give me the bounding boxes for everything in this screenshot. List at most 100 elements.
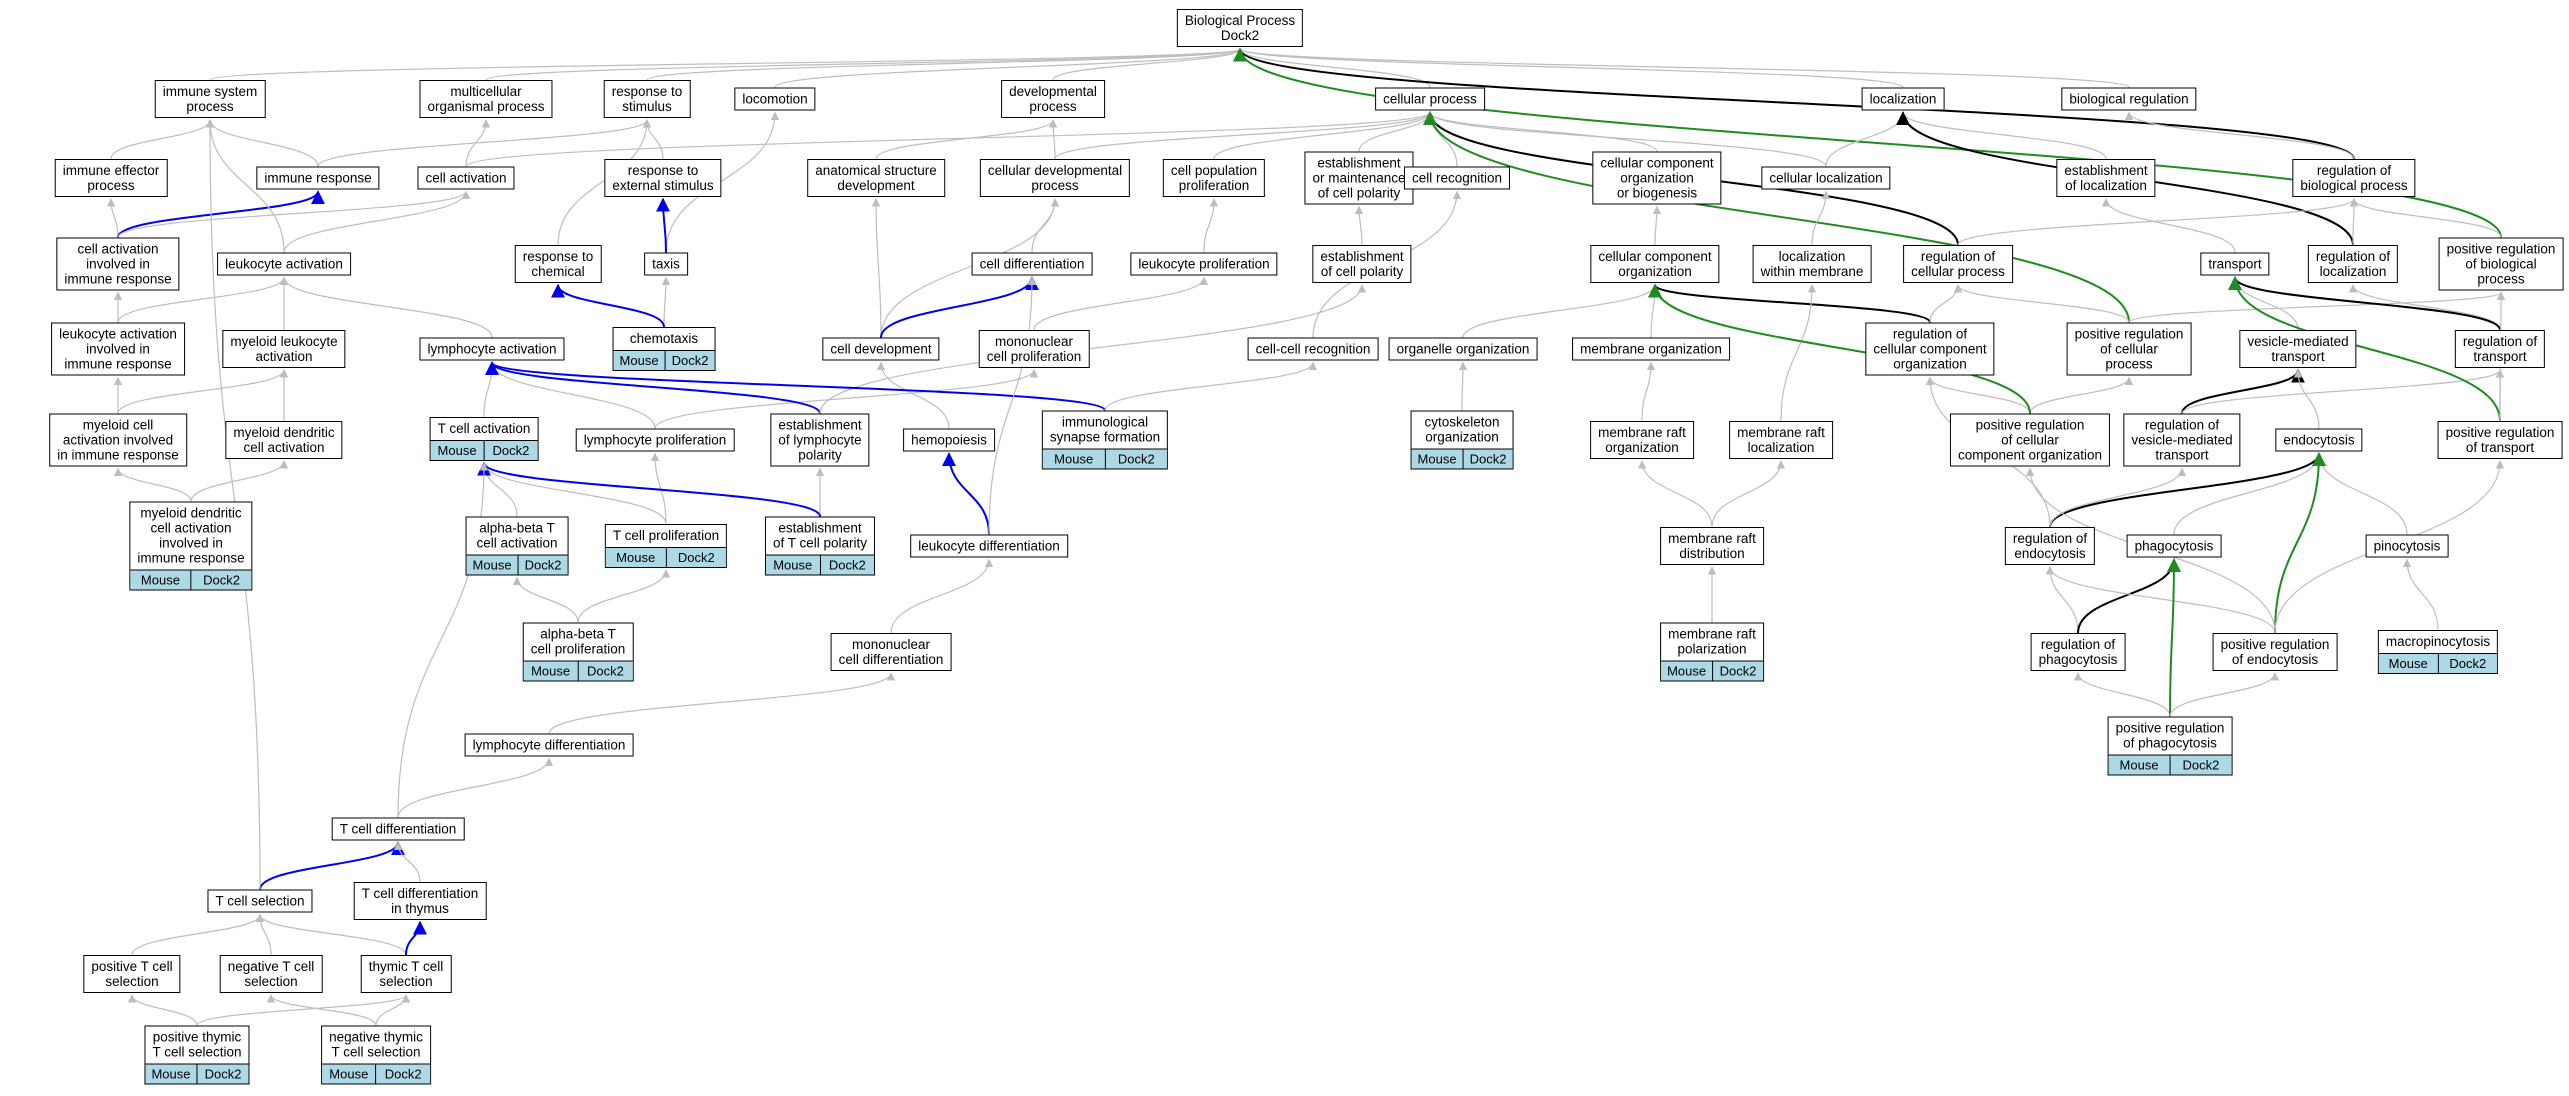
go-term-estab-localization[interactable]: establishment of localization — [2056, 159, 2156, 197]
go-term-cellular-localization[interactable]: cellular localization — [1761, 166, 1891, 190]
go-term-neg-t-selection[interactable]: negative T cell selection — [219, 955, 323, 993]
go-term-membrane-org[interactable]: membrane organization — [1572, 337, 1730, 361]
go-term-label: regulation of localization — [2315, 249, 2391, 279]
go-term-membrane-raft-loc[interactable]: membrane raft localization — [1729, 421, 1833, 459]
edge-pos-reg-cc-org-to-reg-cc-org — [1925, 376, 2031, 414]
edge-pos-thymic-selection-to-thymic-t-selection — [196, 994, 411, 1027]
go-term-label: negative T cell selection — [227, 959, 315, 989]
go-term-pos-t-selection[interactable]: positive T cell selection — [83, 955, 181, 993]
go-term-cell-act-immune[interactable]: cell activation involved in immune respo… — [56, 237, 180, 291]
go-term-myeloid-dendritic-act[interactable]: myeloid dendritic cell activation — [225, 421, 343, 459]
go-term-ccob[interactable]: cellular component organization or bioge… — [1592, 151, 1722, 205]
go-term-reg-cc-org[interactable]: regulation of cellular component organiz… — [1865, 322, 1995, 376]
go-term-label: positive regulation of endocytosis — [2220, 637, 2330, 667]
go-term-myeloid-cell-act[interactable]: myeloid cell activation involved in immu… — [49, 413, 187, 467]
go-term-vesicle-transport[interactable]: vesicle-mediated transport — [2239, 330, 2357, 368]
go-term-response-external[interactable]: response to external stimulus — [604, 159, 722, 197]
go-term-leukocyte-prolif[interactable]: leukocyte proliferation — [1130, 252, 1278, 276]
go-term-reg-localization[interactable]: regulation of localization — [2307, 245, 2399, 283]
gene-cell: Dock2 — [819, 555, 875, 575]
go-term-membrane-raft-dist[interactable]: membrane raft distribution — [1660, 527, 1764, 565]
go-term-cell-cell-recog[interactable]: cell-cell recognition — [1247, 337, 1379, 361]
go-term-locomotion[interactable]: locomotion — [734, 87, 816, 111]
edge-pos-thymic-selection-to-pos-t-selection — [127, 994, 198, 1026]
go-term-cell-recognition[interactable]: cell recognition — [1403, 166, 1511, 190]
edge-pos-reg-cellular-to-pos-reg-bio — [2128, 291, 2505, 324]
go-term-reg-vesicle-transport[interactable]: regulation of vesicle-mediated transport — [2123, 413, 2241, 467]
go-term-transport[interactable]: transport — [2200, 252, 2270, 276]
go-term-immune-system-process[interactable]: immune system process — [154, 80, 266, 118]
go-term-cell-activation[interactable]: cell activation — [417, 166, 515, 190]
go-term-reg-phagocytosis[interactable]: regulation of phagocytosis — [2030, 633, 2126, 671]
go-term-pos-reg-endocytosis[interactable]: positive regulation of endocytosis — [2212, 633, 2338, 671]
go-term-lymphocyte-prolif[interactable]: lymphocyte proliferation — [575, 428, 735, 452]
go-term-myeloid-leuk-act[interactable]: myeloid leukocyte activation — [222, 330, 346, 368]
go-term-reg-endocytosis[interactable]: regulation of endocytosis — [2004, 527, 2096, 565]
go-term-reg-cellular-process[interactable]: regulation of cellular process — [1903, 245, 2013, 283]
go-term-taxis[interactable]: taxis — [644, 252, 688, 276]
go-term-thymic-t-selection[interactable]: thymic T cell selection — [360, 955, 452, 993]
go-term-cell-differentiation[interactable]: cell differentiation — [971, 252, 1093, 276]
go-term-immune-response[interactable]: immune response — [256, 166, 380, 190]
go-term-reg-bio-process[interactable]: regulation of biological process — [2292, 159, 2416, 197]
go-term-estab-cell-polarity[interactable]: establishment of cell polarity — [1312, 245, 1412, 283]
go-term-response-chemical[interactable]: response to chemical — [514, 245, 602, 283]
go-term-cellular-process[interactable]: cellular process — [1375, 87, 1485, 111]
go-term-multicellular[interactable]: multicellular organismal process — [419, 80, 553, 118]
go-term-pos-reg-bio[interactable]: positive regulation of biological proces… — [2438, 237, 2564, 291]
go-term-estab-maint-polarity[interactable]: establishment or maintenance of cell pol… — [1304, 151, 1414, 205]
go-term-pos-reg-cellular[interactable]: positive regulation of cellular process — [2066, 322, 2192, 376]
go-term-hemopoiesis[interactable]: hemopoiesis — [903, 428, 995, 452]
go-term-pos-reg-cc-org[interactable]: positive regulation of cellular componen… — [1949, 413, 2111, 467]
go-term-t-cell-diff-thymus[interactable]: T cell differentiation in thymus — [353, 882, 487, 920]
go-term-pos-reg-transport[interactable]: positive regulation of transport — [2437, 421, 2563, 459]
go-term-leukocyte-activation[interactable]: leukocyte activation — [217, 252, 351, 276]
gene-cell: Dock2 — [375, 1064, 430, 1084]
go-term-t-cell-diff[interactable]: T cell differentiation — [331, 817, 465, 841]
go-term-leukocyte-diff[interactable]: leukocyte differentiation — [910, 534, 1068, 558]
go-term-localization[interactable]: localization — [1861, 87, 1945, 111]
go-term-immune-effector[interactable]: immune effector process — [54, 159, 168, 197]
go-term-cellular-dev[interactable]: cellular developmental process — [979, 159, 1131, 197]
go-term-leuk-act-immune[interactable]: leukocyte activation involved in immune … — [51, 322, 185, 376]
edge-reg-vesicle-transport-to-vesicle-transport — [2181, 368, 2305, 414]
go-term-myeloid-dendritic-immune[interactable]: myeloid dendritic cell activation involv… — [129, 501, 253, 591]
go-term-response-to-stimulus[interactable]: response to stimulus — [603, 80, 691, 118]
go-term-loc-within-membrane[interactable]: localization within membrane — [1752, 245, 1872, 283]
go-term-anatomical[interactable]: anatomical structure development — [807, 159, 945, 197]
go-term-mononuclear-prolif[interactable]: mononuclear cell proliferation — [978, 330, 1090, 368]
go-term-bp[interactable]: Biological Process Dock2 — [1176, 9, 1304, 47]
go-term-pinocytosis[interactable]: pinocytosis — [2365, 534, 2449, 558]
go-term-cell-pop-prolif[interactable]: cell population proliferation — [1162, 159, 1266, 197]
go-term-cell-development[interactable]: cell development — [822, 337, 940, 361]
go-term-label: lymphocyte differentiation — [472, 737, 626, 753]
go-term-lymphocyte-diff[interactable]: lymphocyte differentiation — [464, 733, 634, 757]
go-term-membrane-raft-org[interactable]: membrane raft organization — [1590, 421, 1694, 459]
go-term-biological-regulation[interactable]: biological regulation — [2061, 87, 2197, 111]
go-term-phagocytosis[interactable]: phagocytosis — [2126, 534, 2222, 558]
go-term-label: thymic T cell selection — [368, 959, 444, 989]
go-term-organelle-org[interactable]: organelle organization — [1388, 337, 1538, 361]
go-term-ccorg[interactable]: cellular component organization — [1590, 245, 1720, 283]
go-term-developmental-process[interactable]: developmental process — [1001, 80, 1105, 118]
go-term-reg-transport[interactable]: regulation of transport — [2454, 330, 2546, 368]
go-term-t-cell-selection[interactable]: T cell selection — [207, 889, 313, 913]
go-term-endocytosis[interactable]: endocytosis — [2275, 428, 2363, 452]
go-term-lymphocyte-activation[interactable]: lymphocyte activation — [419, 337, 565, 361]
go-term-mononuclear-diff[interactable]: mononuclear cell differentiation — [830, 633, 952, 671]
go-term-estab-lymph-polarity[interactable]: establishment of lymphocyte polarity — [770, 413, 870, 467]
